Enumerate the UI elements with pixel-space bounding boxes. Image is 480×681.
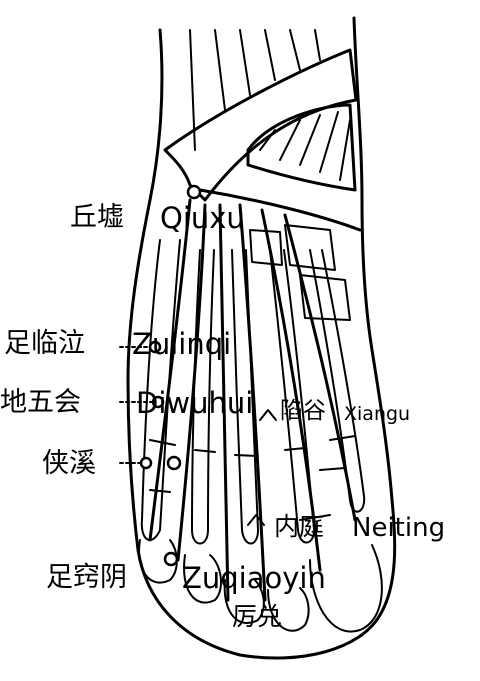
- xiaxi-label-cn: 侠溪: [42, 450, 96, 477]
- zuqiaoyin-point: [165, 553, 177, 565]
- xiaxi-point-b: [168, 457, 180, 469]
- metatarsal-5: [310, 250, 364, 512]
- xiaxi-point-a: [141, 458, 151, 468]
- xiangu-label-cn: 陷谷: [280, 400, 326, 423]
- zulinqi-label-en: Zulinqi: [132, 330, 231, 359]
- qiuxu-label-en: Qiuxu: [160, 204, 245, 233]
- qiuxu-label-cn: 丘墟: [70, 204, 124, 231]
- leg-lines: [190, 30, 320, 150]
- qiuxu-point: [188, 186, 200, 198]
- joint-lines: [150, 436, 355, 520]
- window-lines: [260, 112, 350, 180]
- zuqiaoyin-label-en: Zuqiaoyin: [182, 564, 326, 593]
- xiangu-label-en: Xiangu: [344, 405, 410, 424]
- diwuhui-label-en: Diwuhui: [136, 389, 253, 418]
- zuqiaoyin-label-cn: 足窍阴: [46, 564, 127, 591]
- neiting-label-cn: 内庭: [274, 514, 324, 539]
- zulinqi-label-cn: 足临泣: [4, 330, 85, 357]
- metatarsal-4: [270, 250, 314, 543]
- xiangu-point: [260, 410, 276, 420]
- neiting-label-en: Neiting: [352, 515, 445, 541]
- lidui-label-cn: 厉兑: [232, 604, 282, 629]
- diwuhui-label-cn: 地五会: [0, 389, 81, 416]
